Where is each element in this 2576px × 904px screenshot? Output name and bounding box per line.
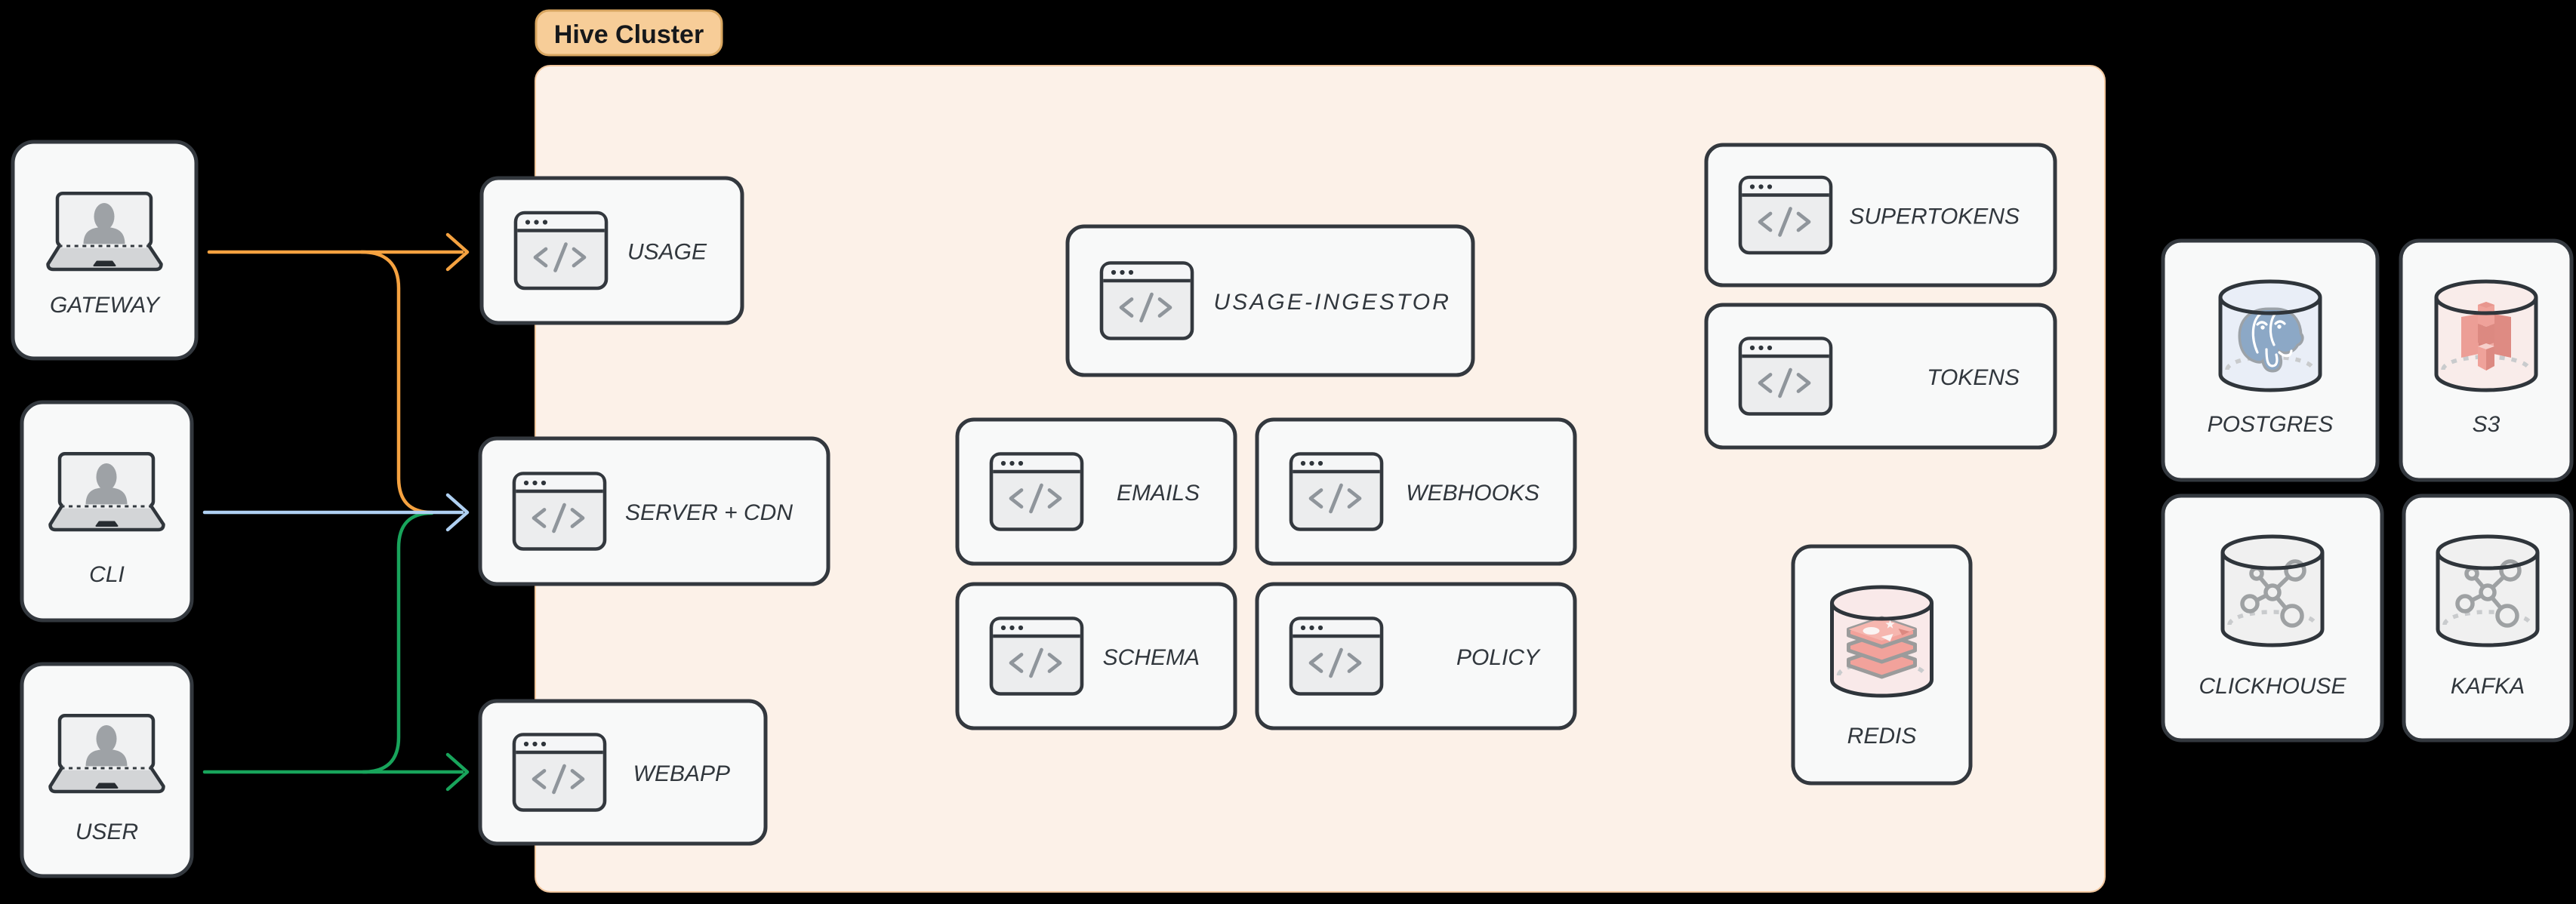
svg-text:POSTGRES: POSTGRES (2208, 412, 2334, 437)
svg-text:S3: S3 (2473, 412, 2501, 437)
svg-text:USER: USER (75, 819, 138, 844)
svg-text:EMAILS: EMAILS (1117, 481, 1200, 506)
svg-text:CLICKHOUSE: CLICKHOUSE (2199, 674, 2346, 699)
svg-text:GATEWAY: GATEWAY (50, 293, 161, 318)
svg-text:SUPERTOKENS: SUPERTOKENS (1849, 204, 2020, 229)
svg-text:WEBAPP: WEBAPP (633, 761, 730, 786)
svg-text:REDIS: REDIS (1847, 724, 1917, 749)
svg-text:CLI: CLI (89, 562, 125, 587)
svg-text:USAGE-INGESTOR: USAGE-INGESTOR (1213, 290, 1451, 315)
svg-text:TOKENS: TOKENS (1927, 365, 2020, 390)
svg-text:SCHEMA: SCHEMA (1103, 645, 1200, 670)
svg-text:WEBHOOKS: WEBHOOKS (1406, 481, 1539, 506)
svg-text:KAFKA: KAFKA (2451, 674, 2525, 699)
svg-text:Hive Cluster: Hive Cluster (554, 20, 704, 49)
svg-text:SERVER + CDN: SERVER + CDN (625, 500, 793, 525)
svg-text:POLICY: POLICY (1456, 645, 1541, 670)
svg-text:USAGE: USAGE (627, 240, 707, 265)
